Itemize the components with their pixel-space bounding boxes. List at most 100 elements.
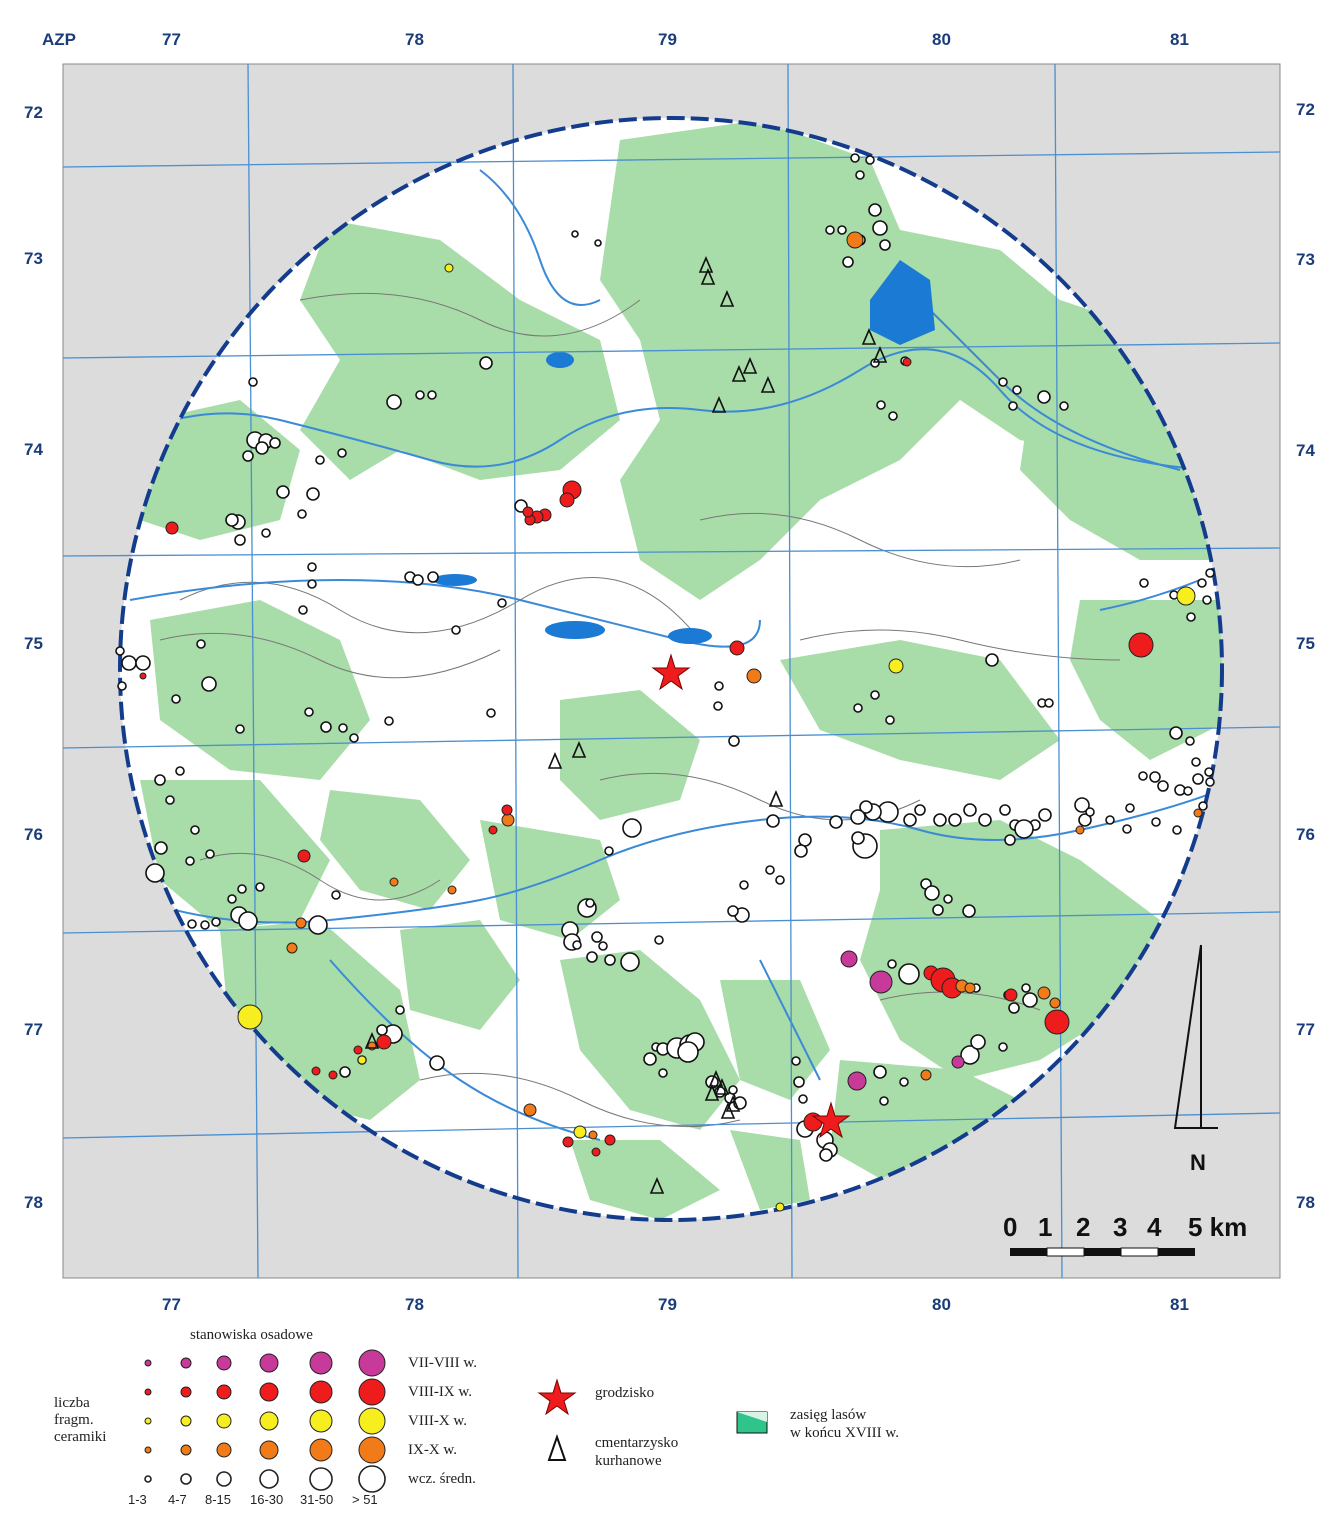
site-marker-early-medieval bbox=[594, 239, 602, 247]
site-marker-early-medieval bbox=[571, 230, 579, 238]
barrow-cemetery-marker bbox=[571, 740, 587, 758]
site-marker-early-medieval bbox=[970, 1034, 986, 1050]
site-marker-early-medieval bbox=[825, 225, 835, 235]
site-marker-dated bbox=[902, 357, 912, 367]
site-marker-early-medieval bbox=[643, 1052, 657, 1066]
site-marker-early-medieval bbox=[479, 356, 493, 370]
row-label-left: 76 bbox=[24, 825, 43, 844]
legend-hillfort-label: grodzisko bbox=[595, 1385, 655, 1401]
site-marker-early-medieval bbox=[175, 766, 185, 776]
site-marker-early-medieval bbox=[888, 411, 898, 421]
site-marker-early-medieval bbox=[1014, 819, 1034, 839]
row-label-left: 77 bbox=[24, 1020, 43, 1039]
site-marker-dated bbox=[847, 1071, 867, 1091]
azp-label: AZP bbox=[42, 30, 76, 49]
site-marker-early-medieval bbox=[1191, 757, 1201, 767]
site-marker-early-medieval bbox=[829, 815, 843, 829]
site-marker-early-medieval bbox=[879, 1096, 889, 1106]
site-marker-early-medieval bbox=[320, 721, 332, 733]
legend-circle bbox=[180, 1415, 192, 1427]
site-marker-dated bbox=[920, 1069, 932, 1081]
site-marker-early-medieval bbox=[255, 882, 265, 892]
legend-circle bbox=[144, 1475, 152, 1483]
site-marker-early-medieval bbox=[879, 239, 891, 251]
site-marker-early-medieval bbox=[1192, 773, 1204, 785]
site-marker-early-medieval bbox=[297, 509, 307, 519]
site-marker-early-medieval bbox=[1139, 578, 1149, 588]
site-marker-early-medieval bbox=[298, 605, 308, 615]
site-marker-dated bbox=[357, 1055, 367, 1065]
site-marker-early-medieval bbox=[1138, 771, 1148, 781]
site-marker-early-medieval bbox=[713, 701, 723, 711]
site-marker-early-medieval bbox=[1078, 813, 1092, 827]
site-marker-early-medieval bbox=[872, 220, 888, 236]
site-marker-dated bbox=[286, 942, 298, 954]
site-marker-early-medieval bbox=[654, 935, 664, 945]
barrow-cemetery-marker bbox=[711, 395, 727, 413]
row-label-left: 72 bbox=[24, 103, 43, 122]
hillfort-star bbox=[651, 653, 691, 691]
site-marker-dated bbox=[328, 1070, 338, 1080]
legend-row-label: VIII-IX w. bbox=[408, 1384, 472, 1400]
site-marker-early-medieval bbox=[572, 940, 582, 950]
site-marker-early-medieval bbox=[1186, 612, 1196, 622]
site-marker-early-medieval bbox=[898, 963, 920, 985]
site-marker-early-medieval bbox=[842, 256, 854, 268]
barrow-cemetery-marker bbox=[714, 1077, 730, 1095]
site-marker-early-medieval bbox=[586, 951, 598, 963]
legend-size-class: 4-7 bbox=[168, 1492, 187, 1507]
site-marker-early-medieval bbox=[887, 959, 897, 969]
site-marker-early-medieval bbox=[604, 846, 614, 856]
site-marker-early-medieval bbox=[339, 1066, 351, 1078]
site-marker-early-medieval bbox=[1204, 767, 1214, 777]
site-marker-dated bbox=[447, 885, 457, 895]
sites-dated bbox=[139, 231, 1203, 1212]
site-marker-early-medieval bbox=[386, 394, 402, 410]
legend-cemetery-triangle bbox=[547, 1433, 567, 1461]
site-marker-dated bbox=[746, 668, 762, 684]
legend-circle bbox=[259, 1411, 279, 1431]
legend-size-class: 8-15 bbox=[205, 1492, 232, 1507]
site-marker-early-medieval bbox=[331, 890, 341, 900]
legend-size-class: 1-3 bbox=[128, 1492, 147, 1507]
site-marker-early-medieval bbox=[338, 723, 348, 733]
site-marker-dated bbox=[444, 263, 454, 273]
site-marker-early-medieval bbox=[1008, 1002, 1020, 1014]
site-marker-early-medieval bbox=[242, 450, 254, 462]
legend-circle bbox=[144, 1417, 152, 1425]
site-marker-dated bbox=[165, 521, 179, 535]
site-marker-early-medieval bbox=[196, 639, 206, 649]
barrow-cemetery-marker bbox=[720, 1101, 736, 1119]
site-marker-early-medieval bbox=[306, 487, 320, 501]
site-marker-dated bbox=[237, 1004, 263, 1030]
site-marker-early-medieval bbox=[853, 703, 863, 713]
site-marker-dated bbox=[846, 231, 864, 249]
barrow-cemetery-marker bbox=[649, 1176, 665, 1194]
site-marker-early-medieval bbox=[1149, 771, 1161, 783]
site-marker-early-medieval bbox=[145, 863, 165, 883]
site-marker-early-medieval bbox=[154, 774, 166, 786]
legend-circle bbox=[358, 1436, 386, 1464]
site-marker-early-medieval bbox=[227, 894, 237, 904]
site-marker-early-medieval bbox=[851, 831, 865, 845]
site-marker-early-medieval bbox=[1197, 578, 1207, 588]
site-marker-early-medieval bbox=[315, 455, 325, 465]
site-marker-early-medieval bbox=[870, 690, 880, 700]
legend-circle bbox=[216, 1384, 232, 1400]
site-marker-dated bbox=[297, 849, 311, 863]
scale-label: 4 bbox=[1147, 1212, 1162, 1242]
site-marker-dated bbox=[562, 1136, 574, 1148]
site-marker-early-medieval bbox=[591, 931, 603, 943]
barrow-cemeteries bbox=[364, 255, 888, 1194]
row-label-right: 72 bbox=[1296, 100, 1315, 119]
site-marker-early-medieval bbox=[948, 813, 962, 827]
site-marker-dated bbox=[139, 672, 147, 680]
col-label-bottom: 79 bbox=[658, 1295, 677, 1314]
site-marker-early-medieval bbox=[1122, 824, 1132, 834]
site-marker-early-medieval bbox=[1205, 568, 1215, 578]
grid-layer bbox=[62, 63, 1281, 1279]
site-marker-early-medieval bbox=[727, 905, 739, 917]
legend-circle bbox=[259, 1382, 279, 1402]
site-marker-early-medieval bbox=[307, 562, 317, 572]
site-marker-early-medieval bbox=[237, 884, 247, 894]
